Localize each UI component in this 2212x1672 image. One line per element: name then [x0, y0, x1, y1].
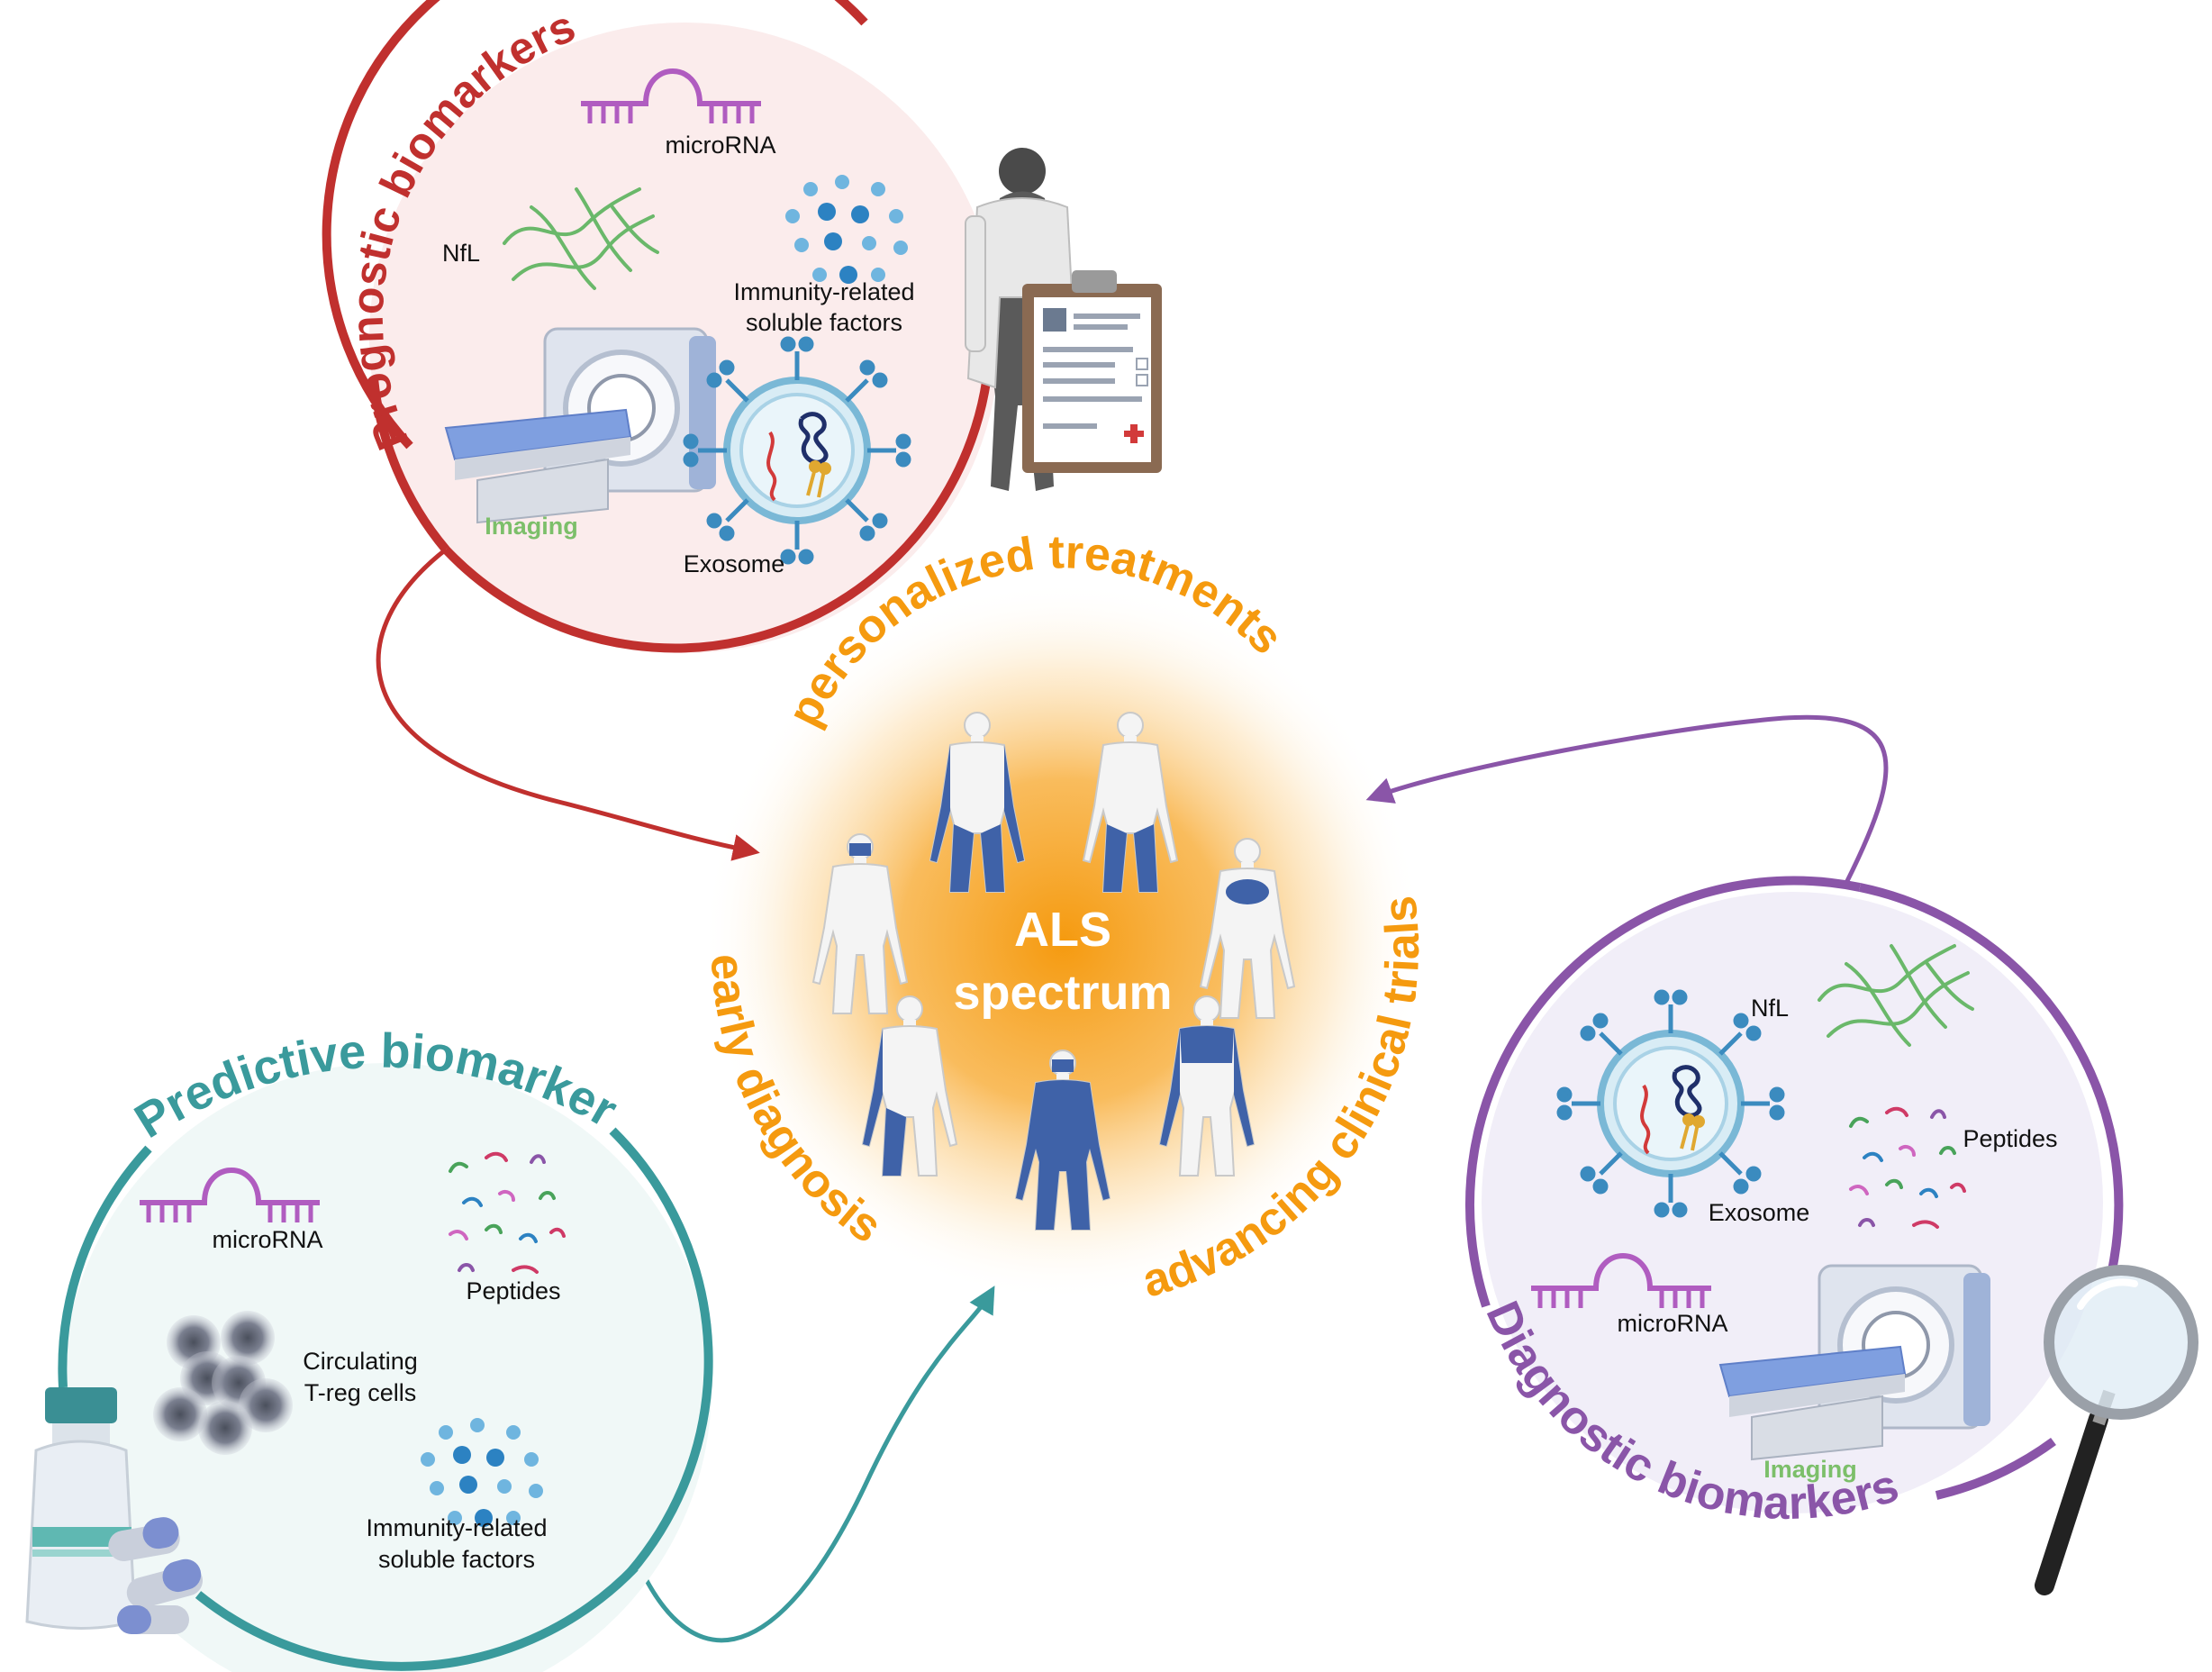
- prognostic-imaging-label: Imaging: [485, 513, 578, 540]
- predictive-microrna-label: microRNA: [212, 1226, 322, 1253]
- magnifier-icon: [2035, 1265, 2198, 1595]
- diagnostic-peptides-label: Peptides: [1963, 1125, 2057, 1152]
- human-figure-icon: [812, 833, 908, 1014]
- diagnostic-exosome-label: Exosome: [1709, 1199, 1810, 1226]
- treg-cells-icon: [153, 1311, 293, 1455]
- clipboard-icon: [1022, 270, 1162, 473]
- prognostic-immunity-line2: soluble factors: [746, 309, 902, 336]
- human-figure-icon: [862, 995, 957, 1177]
- human-figures: [812, 712, 1295, 1231]
- human-figure-icon: [1015, 1050, 1111, 1231]
- predictive-immunity-line1: Immunity-related: [366, 1514, 547, 1541]
- prognostic-microrna-label: microRNA: [665, 132, 775, 159]
- predictive-treg-line1: Circulating: [303, 1348, 418, 1375]
- predictive-peptides-label: Peptides: [466, 1277, 560, 1304]
- als-title-line2: spectrum: [953, 966, 1172, 1020]
- diagnostic-microrna-label: microRNA: [1617, 1310, 1727, 1337]
- prognostic-immunity-line1: Immunity-related: [733, 278, 914, 305]
- diagnostic-arrow: [1365, 714, 1889, 885]
- human-figure-icon: [929, 712, 1025, 893]
- predictive-immunity-line2: soluble factors: [378, 1546, 535, 1573]
- human-figure-icon: [1083, 712, 1178, 893]
- human-figure-icon: [1159, 995, 1255, 1177]
- prognostic-arrow: [376, 548, 760, 861]
- diagnostic-imaging-label: Imaging: [1763, 1456, 1857, 1483]
- human-figure-icon: [1200, 838, 1295, 1019]
- predictive-panel: [58, 1063, 713, 1672]
- prognostic-nfl-label: NfL: [442, 240, 480, 267]
- pills-icon: [108, 1517, 204, 1634]
- vial-icon: [25, 1387, 137, 1630]
- prognostic-exosome-label: Exosome: [684, 550, 785, 577]
- predictive-treg-line2: T-reg cells: [304, 1379, 417, 1406]
- als-title-line1: ALS: [1014, 903, 1111, 957]
- diagnostic-nfl-label: NfL: [1751, 995, 1789, 1022]
- predictive-arrow: [628, 1286, 995, 1643]
